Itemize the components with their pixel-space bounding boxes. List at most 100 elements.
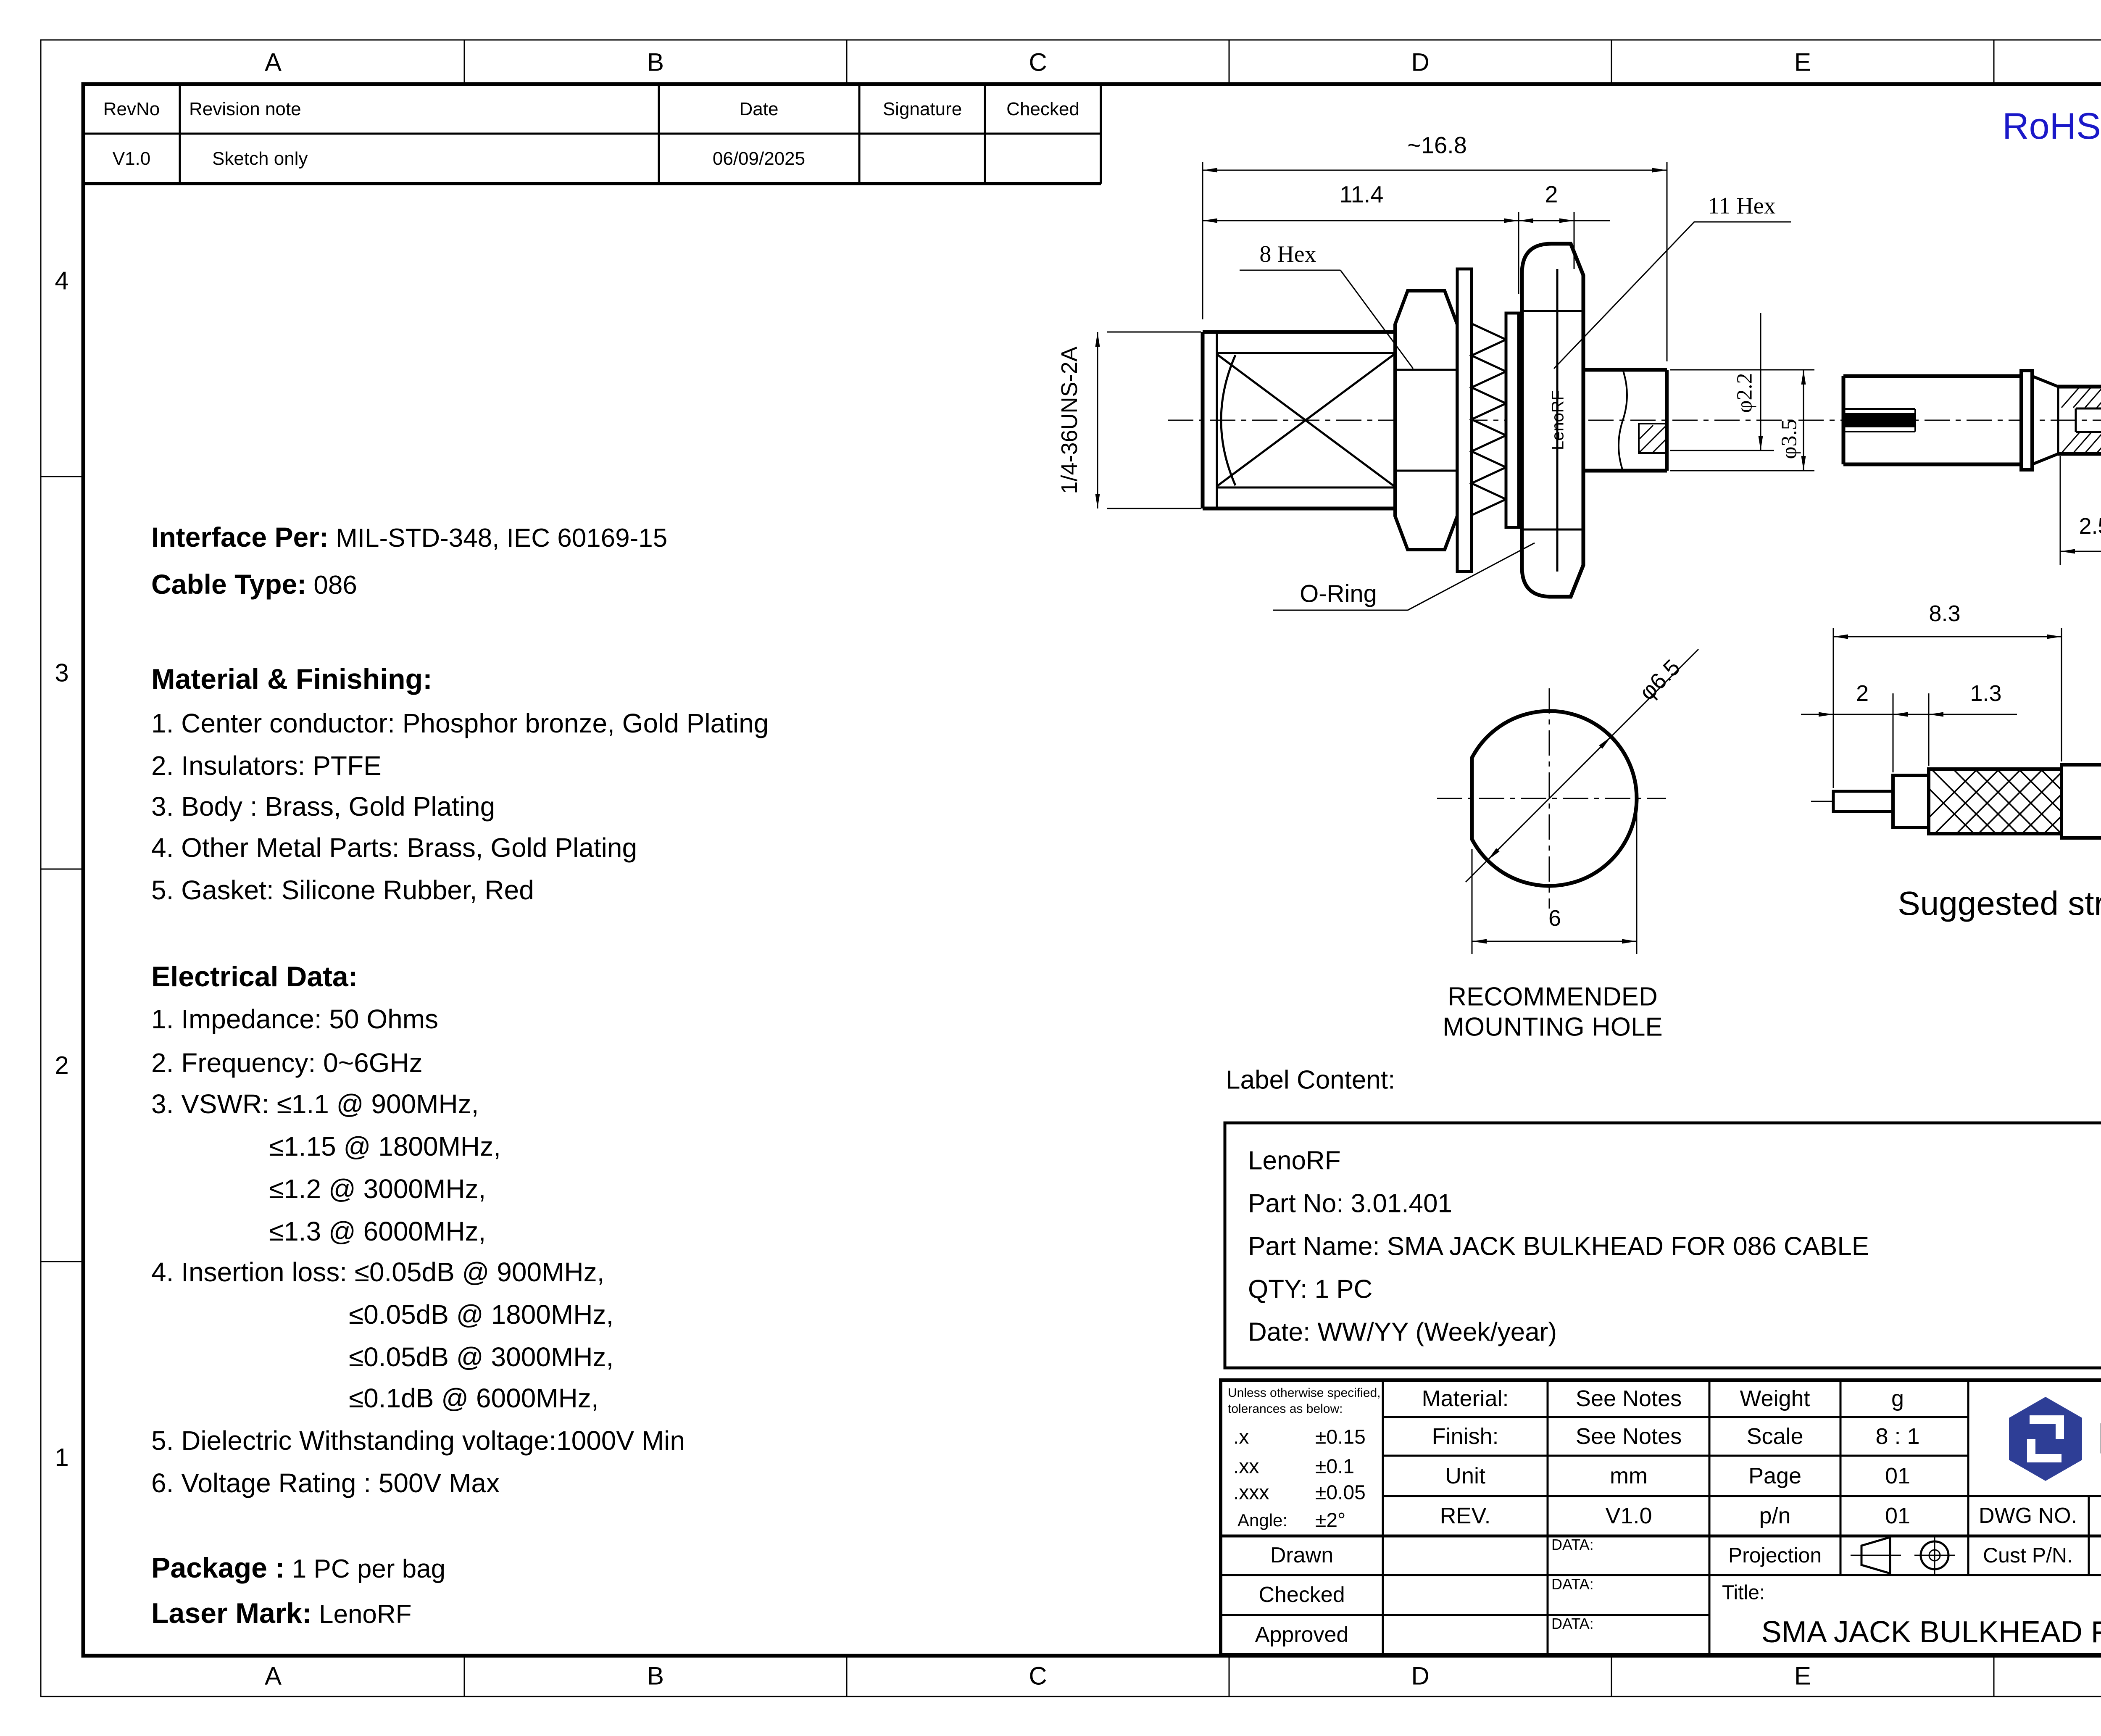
stripping-view [1811,763,2101,840]
electrical-item: ≤0.05dB @ 3000MHz, [349,1342,614,1372]
tolerance-value: ±0.15 [1315,1426,1366,1449]
rev-header-date: Date [739,99,779,119]
zone-letter-bottom: E [1794,1662,1811,1690]
cable-type-value: 086 [313,571,357,600]
tolerance-value: ±0.05 [1315,1481,1366,1504]
tolerance-key: .xx [1233,1455,1259,1478]
field-page-value: 01 [1885,1463,1911,1488]
connector-dimensions [1095,162,1814,611]
material-item: 1. Center conductor: Phosphor bronze, Go… [151,708,769,738]
material-finishing-heading: Material & Finishing: [151,663,432,695]
dim-hex-front: 8 Hex [1259,241,1316,267]
zone-letter-top: C [1029,48,1047,76]
rev-header-revno: RevNo [103,99,160,119]
pin-dimensions [2059,456,2101,565]
label-line: QTY: 1 PC [1248,1275,1373,1304]
package-value: 1 PC per bag [292,1554,446,1583]
dim-cup-length: 2.5 [2079,514,2101,539]
electrical-item: ≤1.2 @ 3000MHz, [269,1174,486,1204]
field-material-label: Material: [1422,1386,1509,1411]
zone-letter-top: D [1411,48,1430,76]
field-unit-value: mm [1610,1463,1648,1488]
label-content-heading: Label Content: [1226,1065,1395,1095]
field-rev-value: V1.0 [1605,1503,1652,1528]
rev-header-note: Revision note [189,99,301,119]
material-item: 3. Body : Brass, Gold Plating [151,791,495,822]
mounting-hole-caption-1: RECOMMENDED [1448,982,1658,1012]
dim-strip-pin: 2 [1856,681,1869,706]
tolerance-key: .x [1233,1426,1249,1449]
data-label: DATA: [1551,1615,1594,1632]
field-projection-label: Projection [1728,1544,1822,1567]
oring-label: O-Ring [1300,580,1377,608]
zone-letter-bottom: B [647,1662,664,1690]
dim-thread-spec: 1/4-36UNS-2A [1057,346,1082,494]
stripping-caption: Suggested stripping [1898,885,2101,922]
electrical-item: ≤0.1dB @ 6000MHz, [349,1383,599,1413]
zone-letter-top: A [264,48,282,76]
interface-per-line: Interface Per: MIL-STD-348, IEC 60169-15 [151,521,667,553]
dim-bore-dia: φ2.2 [1732,373,1757,413]
package-label: Package : [151,1552,285,1584]
dim-strip-total: 8.3 [1929,601,1961,626]
zone-number-left: 1 [55,1443,69,1472]
revision-table-lines [83,84,1102,185]
dim-strip-dielectric: 1.3 [1970,681,2002,706]
electrical-item: 4. Insertion loss: ≤0.05dB @ 900MHz, [151,1257,605,1287]
electrical-item: 3. VSWR: ≤1.1 @ 900MHz, [151,1089,479,1119]
lenorf-logo-emblem [2009,1397,2082,1481]
package-line: Package : 1 PC per bag [151,1552,445,1584]
tolerance-header-2: tolerances as below: [1228,1402,1343,1416]
cable-type-label: Cable Type: [151,569,307,600]
field-unit-label: Unit [1445,1463,1486,1488]
material-item: 2. Insulators: PTFE [151,751,382,781]
dim-hole-flat: 6 [1548,906,1561,931]
field-material-value: See Notes [1575,1386,1682,1411]
label-line: LenoRF [1248,1146,1341,1175]
dim-panel-thickness: 2 [1545,181,1558,208]
tolerance-key: .xxx [1233,1481,1269,1504]
laser-mark-label: Laser Mark: [151,1597,312,1629]
field-title-value: SMA JACK BULKHEAD FOR 086 CABLE [1761,1615,2101,1649]
field-cust-label: Cust P/N. [1983,1544,2073,1567]
flange-brand-mark: LenoRF [1548,390,1567,450]
zone-letter-bottom: D [1411,1662,1430,1690]
field-page-label: Page [1748,1463,1802,1488]
zone-number-left: 3 [55,659,69,687]
field-finish-value: See Notes [1575,1424,1682,1449]
tolerance-value: ±2° [1315,1509,1346,1532]
field-drawn-label: Drawn [1270,1543,1334,1567]
interface-per-value: MIL-STD-348, IEC 60169-15 [336,524,668,553]
field-checked-label: Checked [1258,1583,1345,1607]
mounting-hole-view [1437,648,1699,954]
electrical-item: 2. Frequency: 0~6GHz [151,1048,423,1078]
laser-mark-line: Laser Mark: LenoRF [151,1597,412,1630]
rev-note: Sketch only [212,148,308,169]
field-pn-value: 01 [1885,1503,1911,1528]
label-line: Part No: 3.01.401 [1248,1189,1452,1218]
zone-number-left: 2 [55,1051,69,1080]
material-item: 5. Gasket: Silicone Rubber, Red [151,875,534,905]
cable-type-line: Cable Type: 086 [151,568,357,600]
electrical-item: ≤1.15 @ 1800MHz, [269,1131,501,1162]
data-label: DATA: [1551,1536,1594,1553]
dim-front-length: 11.4 [1339,181,1384,208]
projection-symbol [1851,1535,1955,1575]
field-pn-label: p/n [1759,1503,1791,1528]
mounting-hole-caption-2: MOUNTING HOLE [1443,1012,1663,1042]
title-block-lines [1219,1378,2101,1657]
field-dwg-label: DWG NO. [1979,1504,2077,1528]
label-content-box [1223,1121,2101,1370]
laser-mark-value: LenoRF [319,1600,412,1629]
tolerance-header-1: Unless otherwise specified, [1228,1386,1381,1400]
rev-header-signature: Signature [882,99,962,119]
dim-hex-flange: 11 Hex [1708,193,1776,219]
tolerance-key: Angle: [1237,1510,1288,1530]
field-title-label: Title: [1722,1581,1765,1604]
tolerance-value: ±0.1 [1315,1455,1355,1478]
zone-letter-bottom: A [264,1662,282,1690]
data-label: DATA: [1551,1575,1594,1593]
zone-number-left: 4 [55,266,69,295]
zone-letter-bottom: C [1029,1662,1047,1690]
rev-header-checked: Checked [1006,99,1079,119]
